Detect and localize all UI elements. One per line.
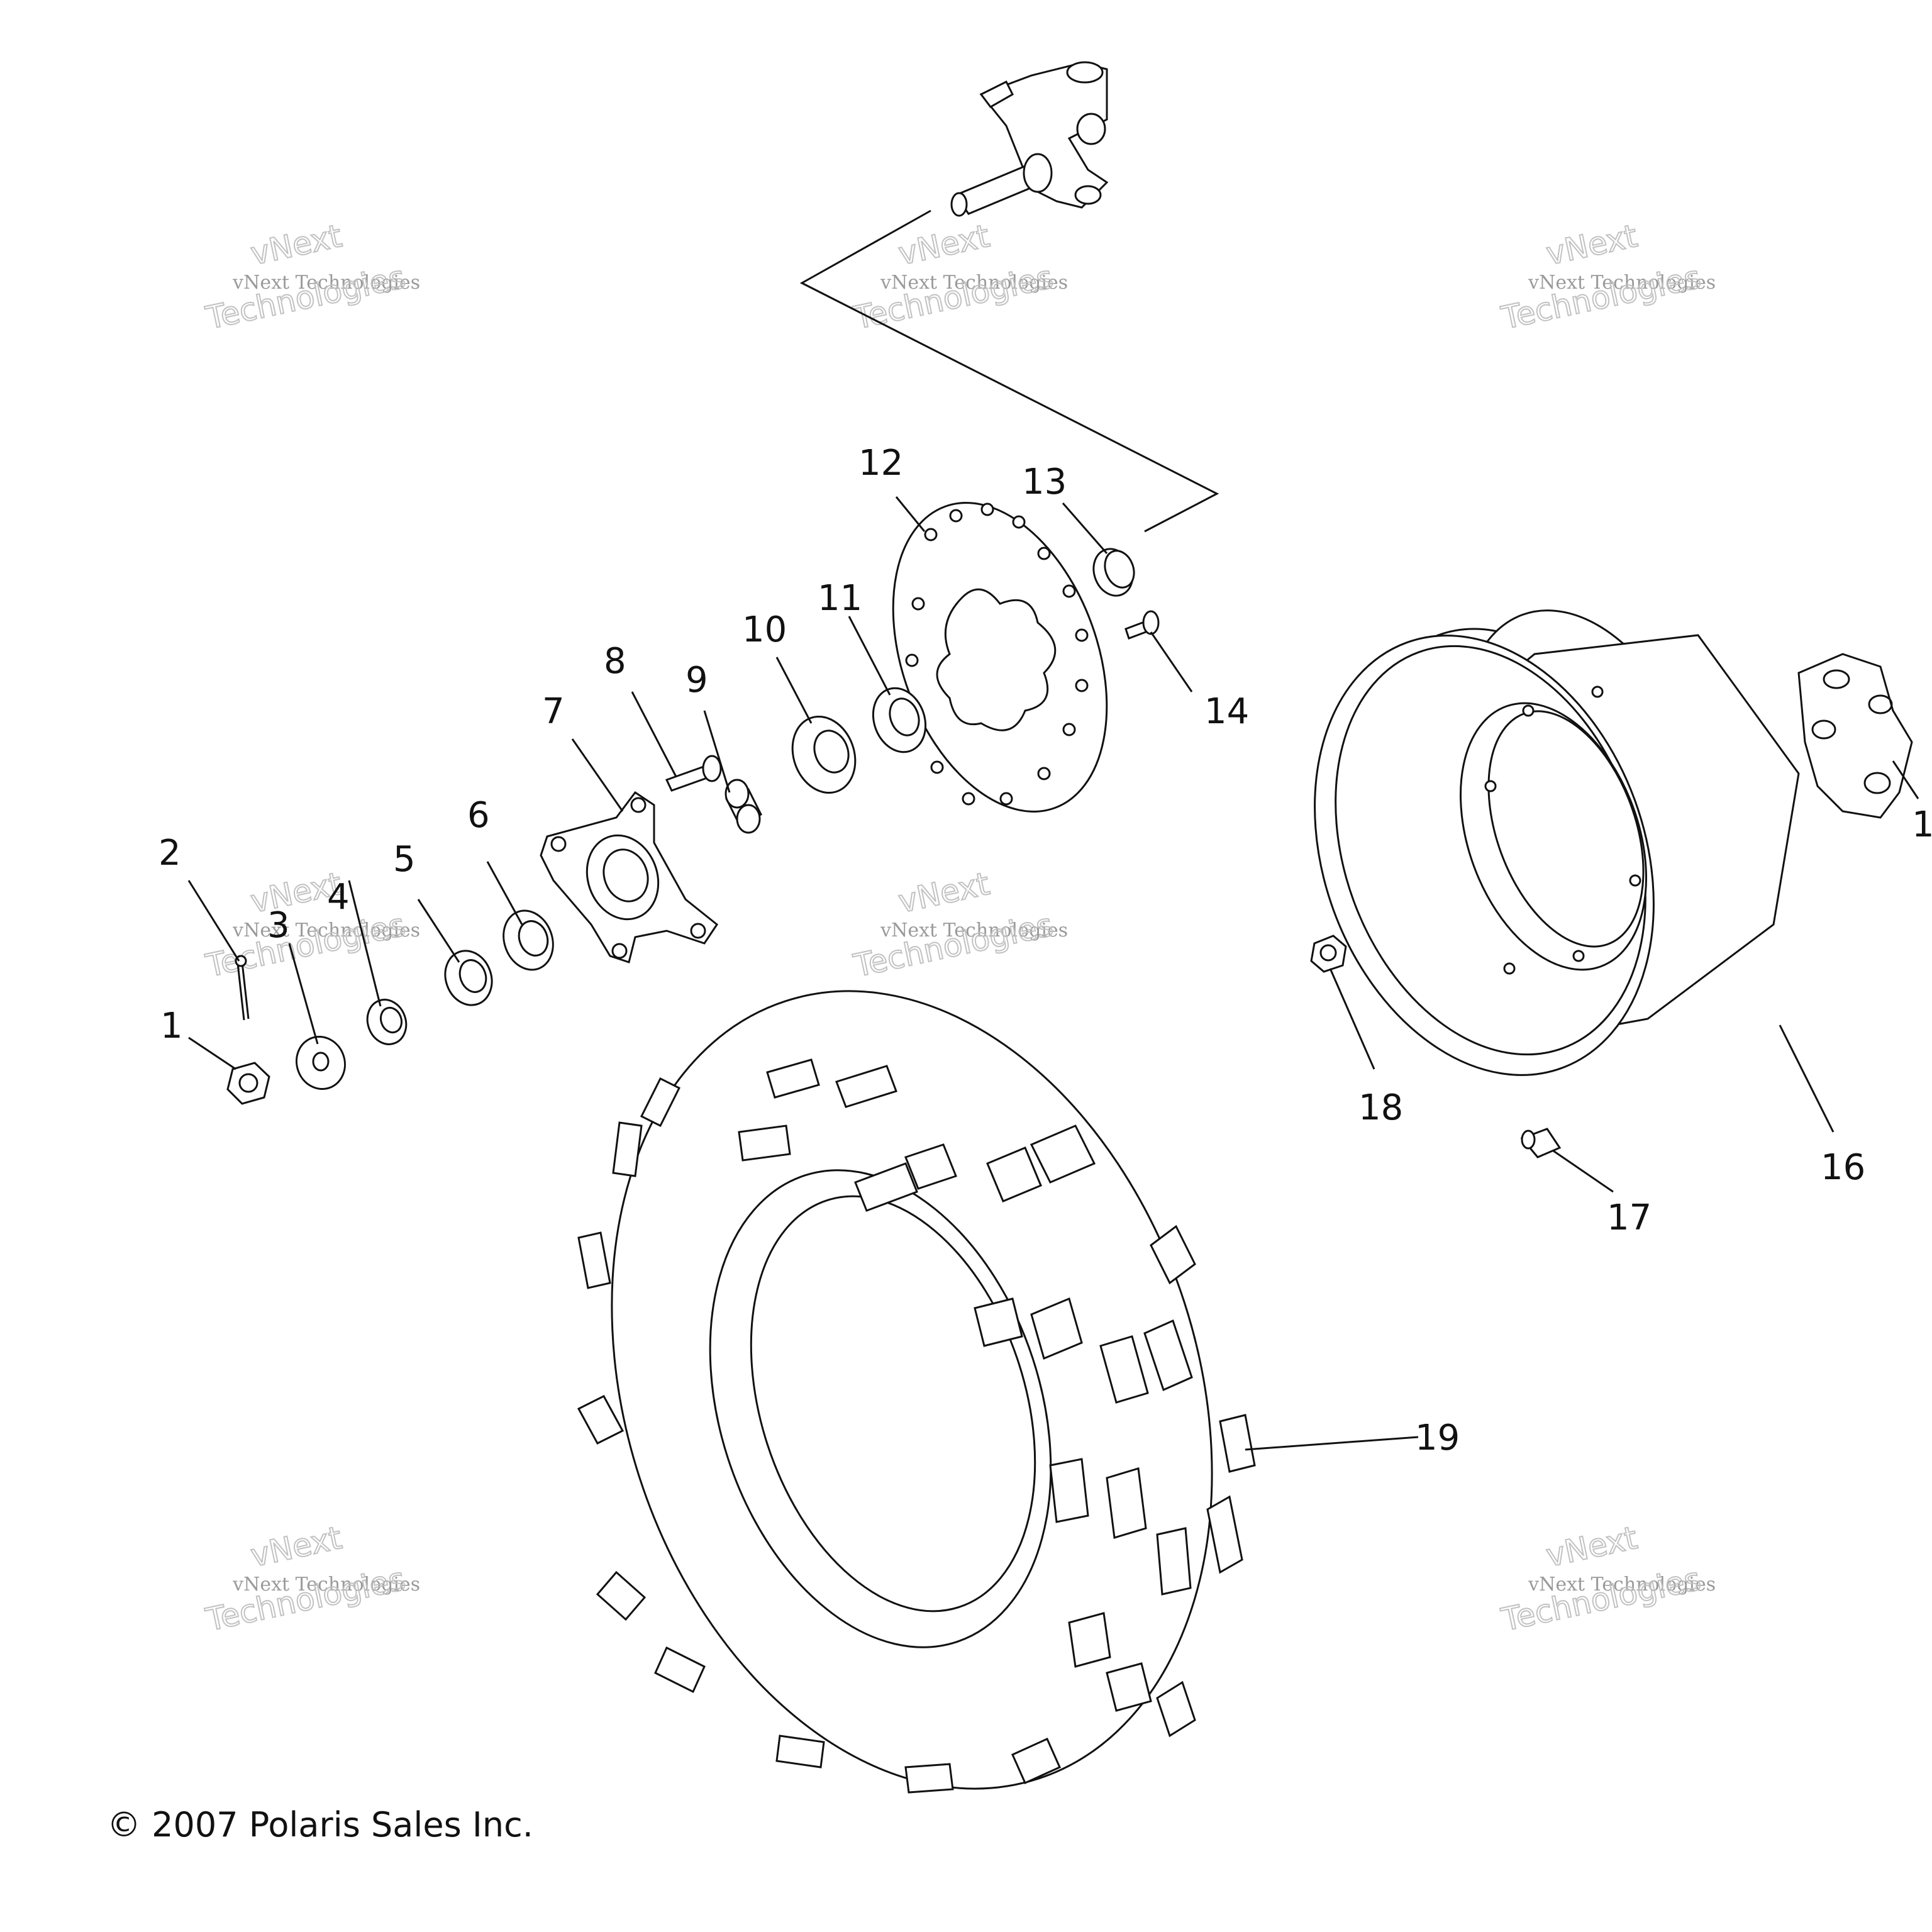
bolt-14 (1124, 610, 1160, 640)
callout-16: 16 (1821, 1147, 1865, 1188)
steering-knuckle (950, 61, 1109, 217)
svg-text:vNext Technologies: vNext Technologies (1528, 272, 1716, 294)
bearing-13 (1092, 548, 1135, 597)
callout-15: 1 (1912, 804, 1932, 845)
wheel-rim (1314, 609, 1800, 1076)
svg-text:Technologies: Technologies (850, 906, 1056, 984)
watermark: vNext vNext Technologies Technologies (202, 865, 420, 985)
copyright-text: © 2007 Polaris Sales Inc. (107, 1805, 533, 1845)
lug-nut-18 (1310, 935, 1347, 973)
svg-text:vNext: vNext (895, 865, 992, 920)
knuckle-bracket-lines (799, 209, 1219, 533)
tire-tread (577, 1058, 1256, 1794)
leader-lines (187, 496, 1919, 1451)
svg-text:Technologies: Technologies (1498, 258, 1704, 336)
callout-6: 6 (467, 795, 490, 836)
svg-text:vNext Technologies: vNext Technologies (232, 1574, 420, 1596)
callout-10: 10 (742, 609, 787, 650)
svg-text:vNext Technologies: vNext Technologies (880, 272, 1068, 294)
seal-5 (444, 950, 493, 1006)
stud-8 (665, 755, 722, 792)
brake-disc (892, 502, 1108, 813)
svg-text:vNext Technologies: vNext Technologies (880, 919, 1068, 941)
bearing-6 (502, 909, 554, 971)
svg-text:vNext Technologies: vNext Technologies (1528, 1574, 1716, 1596)
svg-text:vNext: vNext (895, 218, 992, 272)
svg-text:Technologies: Technologies (203, 1560, 408, 1638)
callout-12: 12 (858, 443, 903, 484)
svg-text:Technologies: Technologies (203, 906, 408, 984)
spacer-4 (366, 999, 408, 1045)
watermark: vNext vNext Technologies Technologies (1497, 1519, 1716, 1639)
watermark: vNext vNext Technologies Technologies (850, 217, 1068, 337)
nut-1 (226, 1062, 270, 1105)
callout-4: 4 (327, 877, 350, 918)
callout-7: 7 (542, 691, 565, 732)
valve-stem-17 (1520, 1128, 1562, 1158)
washer-3 (296, 1035, 346, 1091)
hub-7 (540, 791, 719, 963)
bearing-10 (791, 715, 857, 794)
watermark: vNext vNext Technologies Technologies (202, 217, 420, 337)
callout-numbers: 1 2 3 4 5 6 7 8 9 10 11 12 13 14 1 16 17… (158, 443, 1932, 1458)
spacer-9 (724, 779, 763, 834)
hub-plate (1797, 653, 1913, 819)
wheel-rim-lug-holes (1484, 686, 1641, 975)
tire (611, 990, 1213, 1790)
svg-text:Technologies: Technologies (1498, 1560, 1704, 1638)
callout-17: 17 (1607, 1197, 1652, 1238)
svg-text:vNext: vNext (1543, 218, 1640, 272)
callout-18: 18 (1358, 1087, 1403, 1128)
svg-text:Technologies: Technologies (203, 258, 408, 336)
watermark: vNext vNext Technologies Technologies (850, 865, 1068, 985)
callout-5: 5 (393, 839, 416, 880)
svg-text:vNext: vNext (247, 1519, 345, 1574)
watermark: vNext vNext Technologies Technologies (202, 1519, 420, 1639)
callout-11: 11 (818, 578, 862, 619)
svg-text:vNext Technologies: vNext Technologies (232, 919, 420, 941)
callout-13: 13 (1022, 462, 1067, 502)
callout-14: 14 (1204, 691, 1249, 732)
callout-2: 2 (158, 833, 181, 874)
callout-19: 19 (1415, 1418, 1460, 1458)
svg-text:vNext: vNext (247, 218, 345, 272)
callout-3: 3 (267, 905, 290, 946)
callout-8: 8 (604, 641, 626, 682)
seal-11 (872, 687, 927, 753)
svg-text:vNext: vNext (1543, 1519, 1640, 1574)
svg-text:vNext Technologies: vNext Technologies (232, 272, 420, 294)
callout-9: 9 (686, 660, 708, 701)
callout-1: 1 (160, 1006, 183, 1046)
watermark: vNext vNext Technologies Technologies (1497, 217, 1716, 337)
svg-text:Technologies: Technologies (850, 258, 1056, 336)
brake-disc-holes (905, 502, 1089, 806)
